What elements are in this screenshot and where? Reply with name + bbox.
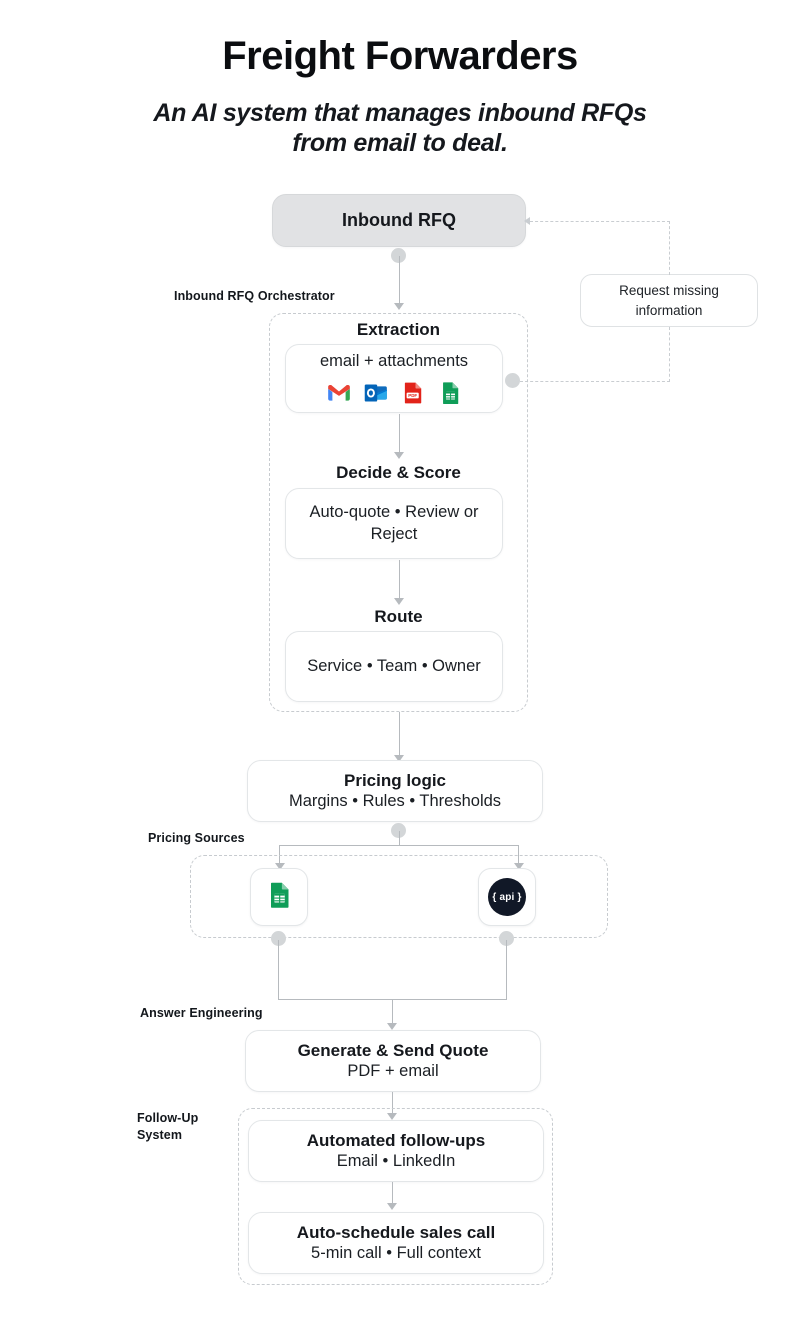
group-label-orchestrator: Inbound RFQ Orchestrator — [174, 289, 335, 303]
arrowhead-quote-to-followup — [387, 1113, 397, 1120]
outlook-icon — [363, 380, 389, 406]
step-extraction-title: Extraction — [356, 320, 441, 339]
connector-decide-to-route — [398, 560, 400, 600]
handle-api-bottom[interactable] — [499, 931, 514, 946]
group-inbound-rfq-orchestrator — [269, 313, 528, 712]
gmail-icon — [326, 380, 352, 406]
arrowhead-followups-to-schedule — [387, 1203, 397, 1210]
node-generate-send-quote-sub: PDF + email — [347, 1061, 439, 1080]
connector-api-down — [506, 940, 508, 1000]
node-automated-follow-ups-title: Automated follow-ups — [306, 1130, 486, 1150]
handle-extraction-right[interactable] — [505, 373, 520, 388]
api-icon: { api } — [488, 878, 526, 916]
loop-segment-right-lower — [669, 327, 670, 382]
step-decide-score-title: Decide & Score — [336, 463, 461, 482]
node-decide-score-sub: Auto-quote • Review or Reject — [309, 503, 479, 543]
node-automated-follow-ups[interactable]: Automated follow-ups Email • LinkedIn — [248, 1120, 544, 1182]
connector-inbound-to-orchestrator — [398, 256, 400, 304]
group-label-follow-up-system: Follow-Up System — [137, 1110, 198, 1144]
connector-followups-to-schedule — [391, 1182, 393, 1205]
page-title: Freight Forwarders — [0, 34, 800, 83]
request-missing-line-1: Request missing — [619, 282, 719, 298]
title-text: Freight Forwarders — [222, 34, 578, 78]
connector-sheets-down — [278, 940, 280, 1000]
node-generate-send-quote[interactable]: Generate & Send Quote PDF + email — [245, 1030, 541, 1092]
node-route-sub: Service • Team • Owner — [307, 656, 481, 675]
handle-sheets-bottom[interactable] — [271, 931, 286, 946]
arrowhead-inbound-to-orchestrator — [394, 303, 404, 310]
arrowhead-extraction-to-decide — [394, 452, 404, 459]
google-sheets-icon — [437, 380, 463, 406]
arrowhead-orchestrator-to-pricing — [394, 755, 404, 762]
group-label-answer-engineering: Answer Engineering — [140, 1006, 263, 1020]
connector-extraction-to-decide — [398, 414, 400, 454]
node-auto-schedule-sales-call-sub: 5-min call • Full context — [311, 1243, 481, 1262]
node-route[interactable]: Service • Team • Owner — [285, 631, 503, 702]
handle-pricing-logic-bottom[interactable] — [391, 823, 406, 838]
node-extraction[interactable]: email + attachments — [285, 344, 503, 413]
node-inbound-rfq[interactable]: Inbound RFQ — [272, 194, 526, 247]
subtitle-line-2: from email to deal. — [292, 129, 508, 157]
request-missing-line-2: information — [635, 302, 703, 318]
svg-text:PDF: PDF — [408, 393, 417, 398]
node-pricing-source-sheets[interactable] — [250, 868, 308, 926]
connector-quote-to-followup — [391, 1092, 393, 1115]
follow-up-label-line-1: Follow-Up — [137, 1111, 199, 1125]
group-pricing-sources — [190, 855, 608, 938]
node-pricing-logic[interactable]: Pricing logic Margins • Rules • Threshol… — [247, 760, 543, 822]
subtitle-line-1: An AI system that manages inbound RFQs — [153, 99, 647, 127]
group-follow-up-system — [238, 1108, 553, 1285]
page-subtitle: An AI system that manages inbound RFQs f… — [0, 98, 800, 158]
connector-pricing-split-bar — [279, 845, 519, 847]
node-automated-follow-ups-sub: Email • LinkedIn — [336, 1151, 456, 1170]
node-pricing-logic-sub: Margins • Rules • Thresholds — [288, 791, 502, 810]
node-auto-schedule-sales-call[interactable]: Auto-schedule sales call 5-min call • Fu… — [248, 1212, 544, 1274]
google-sheets-icon — [264, 880, 294, 915]
connector-orchestrator-to-pricing — [398, 712, 400, 757]
loop-segment-bottom — [520, 381, 670, 382]
follow-up-label-line-2: System — [137, 1127, 183, 1142]
connector-merge-to-quote — [391, 999, 393, 1025]
node-inbound-rfq-title: Inbound RFQ — [342, 210, 456, 231]
node-extraction-sub: email + attachments — [319, 352, 469, 371]
loop-segment-top — [530, 221, 670, 222]
node-auto-schedule-sales-call-title: Auto-schedule sales call — [296, 1222, 496, 1242]
step-route-title: Route — [374, 607, 423, 626]
pdf-icon: PDF — [400, 380, 426, 406]
connector-pricing-split-stem — [398, 831, 400, 846]
arrowhead-merge-to-quote — [387, 1023, 397, 1030]
arrowhead-decide-to-route — [394, 598, 404, 605]
extraction-icon-row: PDF — [326, 380, 463, 406]
arrowhead-loop-to-inbound — [524, 217, 530, 225]
loop-segment-right-upper — [669, 221, 670, 275]
node-generate-send-quote-title: Generate & Send Quote — [297, 1040, 489, 1060]
arrowhead-pricing-to-sheets — [274, 863, 285, 870]
node-request-missing-information[interactable]: Request missing information — [580, 274, 758, 327]
handle-inbound-rfq-bottom[interactable] — [391, 248, 406, 263]
node-decide-score[interactable]: Auto-quote • Review or Reject — [285, 488, 503, 559]
node-pricing-source-api[interactable]: { api } — [478, 868, 536, 926]
arrowhead-pricing-to-api — [513, 863, 524, 870]
node-pricing-logic-title: Pricing logic — [343, 770, 447, 790]
group-label-pricing-sources: Pricing Sources — [148, 831, 245, 845]
